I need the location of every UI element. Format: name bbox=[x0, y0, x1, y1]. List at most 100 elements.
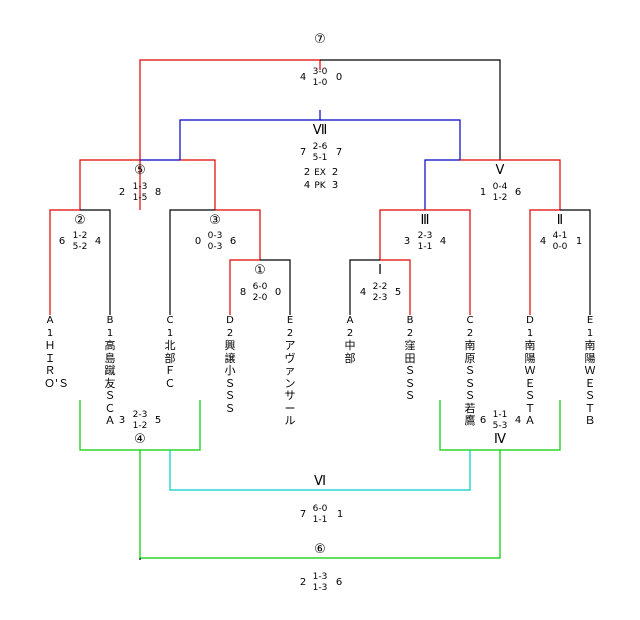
match-6-score-1: 1-3 bbox=[312, 572, 328, 582]
bracket-line-5 bbox=[49, 209, 80, 315]
match-v-score-1: 0-4 bbox=[492, 182, 508, 192]
match-v-right: 6 bbox=[514, 187, 522, 198]
match-3-score-1: 0-3 bbox=[207, 231, 223, 241]
match-7-score-1: 3-0 bbox=[312, 67, 328, 77]
match-2-label: ② bbox=[74, 213, 86, 228]
match-vii-score-1: 2-6 bbox=[312, 142, 328, 152]
match-i-right: 5 bbox=[394, 287, 402, 298]
bracket-line-0 bbox=[139, 59, 321, 210]
match-ii-score-1: 4-1 bbox=[552, 231, 568, 241]
match-vii-ex: EX bbox=[314, 168, 326, 178]
match-7-label: ⑦ bbox=[314, 32, 326, 47]
match-4-score-1: 2-3 bbox=[132, 410, 148, 420]
match-iii-right: 4 bbox=[439, 236, 447, 247]
bracket-line-16 bbox=[425, 209, 471, 315]
bracket-line-25 bbox=[169, 450, 320, 491]
match-5-label: ⑤ bbox=[134, 163, 146, 178]
bracket-line-4 bbox=[180, 159, 216, 210]
match-iv-left: 6 bbox=[479, 415, 487, 426]
match-5-right: 8 bbox=[154, 187, 162, 198]
match-vii-left: 7 bbox=[299, 147, 307, 158]
match-5-score-1: 1-3 bbox=[132, 182, 148, 192]
bracket-line-17 bbox=[529, 209, 560, 315]
match-vii-pk-right: 3 bbox=[331, 180, 339, 191]
match-6-left: 2 bbox=[299, 577, 307, 588]
match-1-label: ① bbox=[254, 263, 266, 278]
match-vi-left: 7 bbox=[299, 509, 307, 520]
match-vi-score-1: 6-0 bbox=[312, 504, 328, 514]
match-iv-score-1: 1-1 bbox=[492, 410, 508, 420]
bracket-line-24 bbox=[500, 400, 561, 451]
match-v-label: Ⅴ bbox=[495, 163, 505, 178]
bracket-line-7 bbox=[169, 209, 215, 315]
match-vii-right: 7 bbox=[335, 147, 343, 158]
match-1-score-2: 2-0 bbox=[252, 293, 268, 303]
bracket-line-22 bbox=[140, 400, 201, 451]
bracket-line-6 bbox=[80, 209, 111, 315]
match-ii-label: Ⅱ bbox=[556, 213, 564, 228]
match-v-left: 1 bbox=[479, 187, 487, 198]
match-2-score-2: 5-2 bbox=[72, 242, 88, 252]
match-1-left: 8 bbox=[239, 287, 247, 298]
match-6-score-2: 1-3 bbox=[312, 583, 328, 593]
match-2-right: 4 bbox=[94, 236, 102, 247]
bracket-line-26 bbox=[320, 450, 471, 491]
match-7-right: 0 bbox=[335, 72, 343, 83]
match-iv-score-2: 5-3 bbox=[492, 421, 508, 431]
match-i-left: 4 bbox=[359, 287, 367, 298]
match-5-left: 2 bbox=[118, 187, 126, 198]
bracket-line-2 bbox=[79, 159, 140, 210]
bracket-line-11 bbox=[179, 110, 321, 160]
match-ii-score-2: 0-0 bbox=[552, 242, 568, 252]
match-7-score-2: 1-0 bbox=[312, 78, 328, 88]
match-3-label: ③ bbox=[209, 213, 221, 228]
bracket-line-1 bbox=[320, 59, 501, 160]
match-vii-score-2: 5-1 bbox=[312, 153, 328, 163]
bracket-line-20 bbox=[380, 259, 411, 315]
match-i-score-1: 2-2 bbox=[372, 282, 388, 292]
match-iii-left: 3 bbox=[403, 236, 411, 247]
bracket-line-8 bbox=[215, 209, 261, 260]
match-iv-label: Ⅳ bbox=[494, 432, 506, 447]
match-vii-pk: PK bbox=[314, 181, 326, 191]
match-6-label: ⑥ bbox=[314, 542, 326, 557]
bracket-line-9 bbox=[229, 259, 260, 315]
match-ii-left: 4 bbox=[539, 236, 547, 247]
bracket-line-23 bbox=[439, 400, 500, 451]
match-6-right: 6 bbox=[335, 577, 343, 588]
bracket-line-13 bbox=[424, 159, 460, 210]
match-4-label: ④ bbox=[134, 432, 146, 447]
bracket-line-15 bbox=[379, 209, 425, 260]
match-vi-label: Ⅵ bbox=[314, 474, 326, 489]
match-iii-score-2: 1-1 bbox=[417, 242, 433, 252]
bracket-line-10 bbox=[260, 259, 291, 315]
match-5-score-2: 1-5 bbox=[132, 193, 148, 203]
match-vii-ex-right: 2 bbox=[331, 167, 339, 178]
match-iii-score-1: 2-3 bbox=[417, 231, 433, 241]
match-vii-ex-left: 2 bbox=[303, 167, 311, 178]
match-4-score-2: 1-2 bbox=[132, 421, 148, 431]
bracket-line-27 bbox=[139, 450, 320, 559]
match-4-left: 3 bbox=[118, 415, 126, 426]
match-7-left: 4 bbox=[299, 72, 307, 83]
bracket-line-19 bbox=[349, 259, 380, 315]
match-v-score-2: 1-2 bbox=[492, 193, 508, 203]
match-3-score-2: 0-3 bbox=[207, 242, 223, 252]
match-vi-right: 1 bbox=[336, 509, 344, 520]
match-3-left: 0 bbox=[194, 236, 202, 247]
match-iv-right: 4 bbox=[514, 415, 522, 426]
match-vii-pk-left: 4 bbox=[303, 180, 311, 191]
match-1-score-1: 6-0 bbox=[252, 282, 268, 292]
match-3-right: 6 bbox=[229, 236, 237, 247]
